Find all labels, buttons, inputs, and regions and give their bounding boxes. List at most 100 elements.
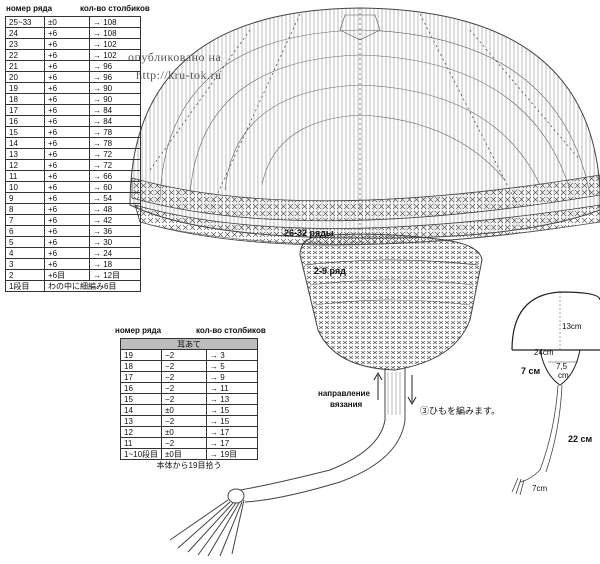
row-count-cell: → 108 xyxy=(89,16,141,28)
cord xyxy=(239,368,417,503)
table2-header-row: номер ряда xyxy=(115,326,162,335)
row-count-cell: → 24 xyxy=(89,247,141,259)
schematic-flap-unit: cm xyxy=(558,371,569,380)
tassel xyxy=(169,488,245,557)
cord-note: ③ひもを編みます。 xyxy=(420,406,501,416)
direction-label-line1: направление xyxy=(318,389,370,398)
schematic-flap-width: 7,5 xyxy=(556,362,568,371)
row-number-cell: 15 xyxy=(5,126,45,138)
row-change-cell: ±0目 xyxy=(161,448,208,460)
row-number-cell: 14 xyxy=(5,137,45,149)
row-count-cell: → 72 xyxy=(89,159,141,171)
row-number-cell: 18 xyxy=(5,93,45,105)
row-change-cell: +6 xyxy=(44,60,90,72)
row-number-cell: 15 xyxy=(119,393,163,405)
table-row: 16+6→ 84 xyxy=(5,115,141,127)
row-number-cell: 12 xyxy=(119,426,163,438)
row-number-cell: 24 xyxy=(5,27,45,39)
row-count-cell: → 48 xyxy=(89,203,141,215)
row-change-cell: −2 xyxy=(161,371,208,383)
row-change-cell: +6 xyxy=(44,203,90,215)
table1-header-count: кол-во столбиков xyxy=(80,4,150,13)
row-count-cell: → 19目 xyxy=(206,448,259,460)
table-row: 18−2→ 5 xyxy=(119,360,259,372)
table-row: 1~10段目±0目→ 19目 xyxy=(119,448,259,460)
row-number-cell: 21 xyxy=(5,60,45,72)
row-number-cell: 7 xyxy=(5,214,45,226)
row-count-cell: → 11 xyxy=(206,382,259,394)
row-change-cell: +6 xyxy=(44,181,90,193)
row-change-cell: +6目 xyxy=(44,269,90,281)
row-change-cell: ±0 xyxy=(44,16,90,28)
row-number-cell: 11 xyxy=(119,437,163,449)
row-number-cell: 5 xyxy=(5,236,45,248)
ear-flap xyxy=(299,233,483,371)
row-count-cell: → 72 xyxy=(89,148,141,160)
table-row: 22+6→ 102 xyxy=(5,49,141,61)
row-count-cell: → 102 xyxy=(89,38,141,50)
row-number-cell: 20 xyxy=(5,71,45,83)
row-number-cell: 1段目 xyxy=(5,280,45,292)
row-change-cell: +6 xyxy=(44,192,90,204)
label-rows-2-9: 2-9 ряд xyxy=(314,266,346,276)
table-row: 14+6→ 78 xyxy=(5,137,141,149)
row-number-cell: 16 xyxy=(5,115,45,127)
table2-header-count: кол-во столбиков xyxy=(196,326,266,335)
table-row: 18+6→ 90 xyxy=(5,93,141,105)
row-count-cell: → 102 xyxy=(89,49,141,61)
row-count-cell: → 66 xyxy=(89,170,141,182)
row-number-cell: 1~10段目 xyxy=(119,448,163,460)
row-count-cell: → 36 xyxy=(89,225,141,237)
ear-flap-title: 耳あて xyxy=(119,338,259,350)
row-number-cell: 25~33 xyxy=(5,16,45,28)
table-row: 20+6→ 96 xyxy=(5,71,141,83)
table-row: 3+6→ 18 xyxy=(5,258,141,270)
row-number-cell: 9 xyxy=(5,192,45,204)
watermark-line2: http://kru-tok.ru xyxy=(136,68,222,82)
row-count-cell: → 15 xyxy=(206,404,259,416)
row-number-cell: 14 xyxy=(119,404,163,416)
row-change-cell: +6 xyxy=(44,71,90,83)
table-row: 12+6→ 72 xyxy=(5,159,141,171)
table-row: 6+6→ 36 xyxy=(5,225,141,237)
row-number-cell: 16 xyxy=(119,382,163,394)
label-rows-26-32: 26-32 ряды xyxy=(284,228,334,238)
row-change-cell: +6 xyxy=(44,236,90,248)
table-row: 4+6→ 24 xyxy=(5,247,141,259)
row-count-cell: → 15 xyxy=(206,415,259,427)
row-change-cell: +6 xyxy=(44,38,90,50)
direction-label-line2: вязания xyxy=(330,400,363,409)
watermark-line1: опубликовано на xyxy=(128,50,222,64)
row-change-cell: −2 xyxy=(161,393,208,405)
row-number-cell: 23 xyxy=(5,38,45,50)
row-change-cell: +6 xyxy=(44,82,90,94)
row-count-cell: → 96 xyxy=(89,60,141,72)
row-number-cell: 2 xyxy=(5,269,45,281)
schematic-height: 13cm xyxy=(562,322,582,331)
row-change-cell: ±0 xyxy=(161,404,208,416)
row-number-cell: 8 xyxy=(5,203,45,215)
row-change-cell: +6 xyxy=(44,214,90,226)
table-row: 12±0→ 17 xyxy=(119,426,259,438)
table-row: 17+6→ 84 xyxy=(5,104,141,116)
row-count-cell: → 90 xyxy=(89,82,141,94)
row-count-cell: → 17 xyxy=(206,437,259,449)
schematic-side-label: 7 см xyxy=(521,366,541,376)
row-number-cell: 17 xyxy=(119,371,163,383)
row-change-cell: +6 xyxy=(44,104,90,116)
row-change-cell: +6 xyxy=(44,49,90,61)
row-change-cell: +6 xyxy=(44,126,90,138)
table-row: 19+6→ 90 xyxy=(5,82,141,94)
table-row: 21+6→ 96 xyxy=(5,60,141,72)
row-change-cell: −2 xyxy=(161,360,208,372)
row-change-cell: +6 xyxy=(44,225,90,237)
table-note-row: 本体から19目拾う xyxy=(121,460,258,471)
row-count-cell: → 78 xyxy=(89,126,141,138)
row-change-cell: +6 xyxy=(44,93,90,105)
table-row: 14±0→ 15 xyxy=(119,404,259,416)
row-count-cell: → 84 xyxy=(89,115,141,127)
row-count-cell: → 108 xyxy=(89,27,141,39)
